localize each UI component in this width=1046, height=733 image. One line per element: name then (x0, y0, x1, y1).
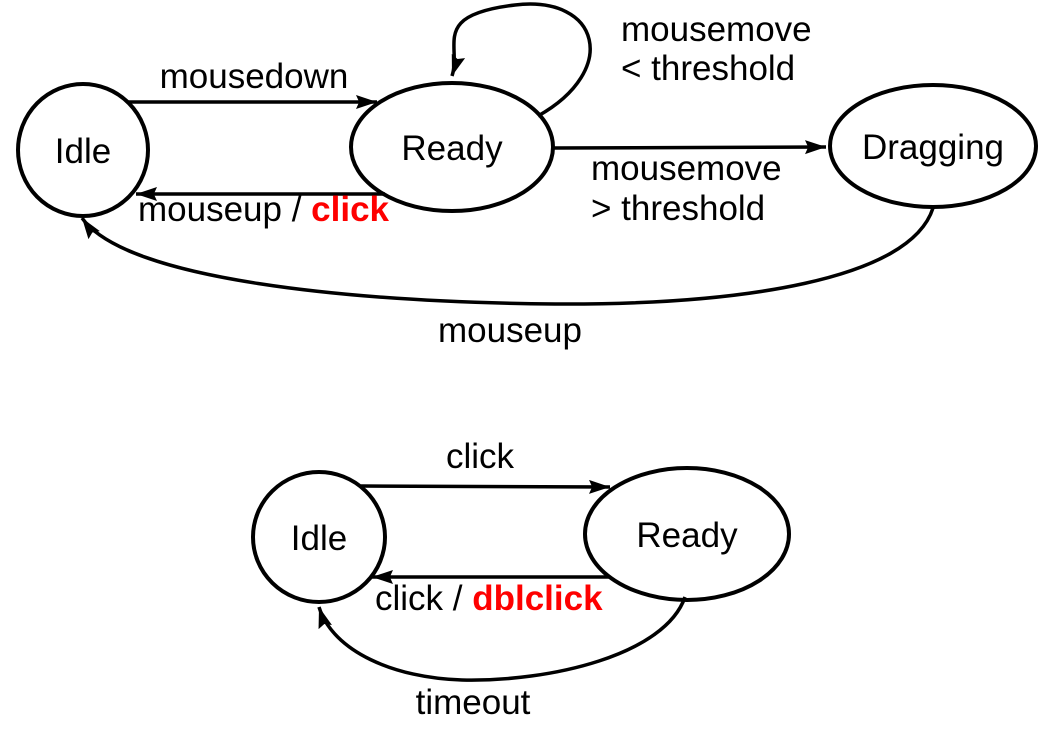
label-click-dblclick: click / dblclick (375, 579, 603, 618)
label-self-loop-line2: < threshold (621, 49, 795, 88)
label-mousedown: mousedown (160, 57, 349, 96)
label-dblclick-action: dblclick (472, 579, 603, 618)
state-idle-label: Idle (55, 132, 111, 171)
label-click-event: click / (375, 579, 472, 618)
label-mouseup-click: mouseup / click (138, 190, 390, 229)
drag-state-machine: Idle Ready Dragging mousedown mousemove … (16, 2, 1038, 350)
label-mouseup: mouseup (438, 311, 582, 350)
arrow-timeout (317, 596, 687, 682)
label-click: click (446, 437, 515, 476)
label-timeout: timeout (416, 683, 531, 722)
arrow-dragging-to-idle (80, 207, 935, 306)
state-ready2-label: Ready (636, 516, 738, 555)
label-to-dragging-line2: > threshold (591, 189, 765, 228)
state-idle-ellipse (16, 82, 150, 218)
state-dragging-label: Dragging (862, 128, 1004, 167)
state-dragging-ellipse (828, 83, 1038, 209)
state-ready-label: Ready (401, 129, 503, 168)
label-to-dragging-line1: mousemove (591, 149, 782, 188)
label-self-loop-line1: mousemove (621, 10, 812, 49)
state-idle2-ellipse (251, 470, 387, 604)
label-click-action: click (311, 190, 389, 229)
arrow-ready-to-dragging (552, 140, 827, 155)
state-ready2-ellipse (583, 466, 791, 602)
arrow-idle2-to-ready2 (360, 479, 611, 494)
label-mouseup-event: mouseup / (138, 190, 311, 229)
state-idle2-label: Idle (291, 519, 347, 558)
arrow-ready-self-loop (450, 2, 592, 118)
dblclick-state-machine: Idle Ready click click / dblclick timeou… (251, 437, 791, 722)
